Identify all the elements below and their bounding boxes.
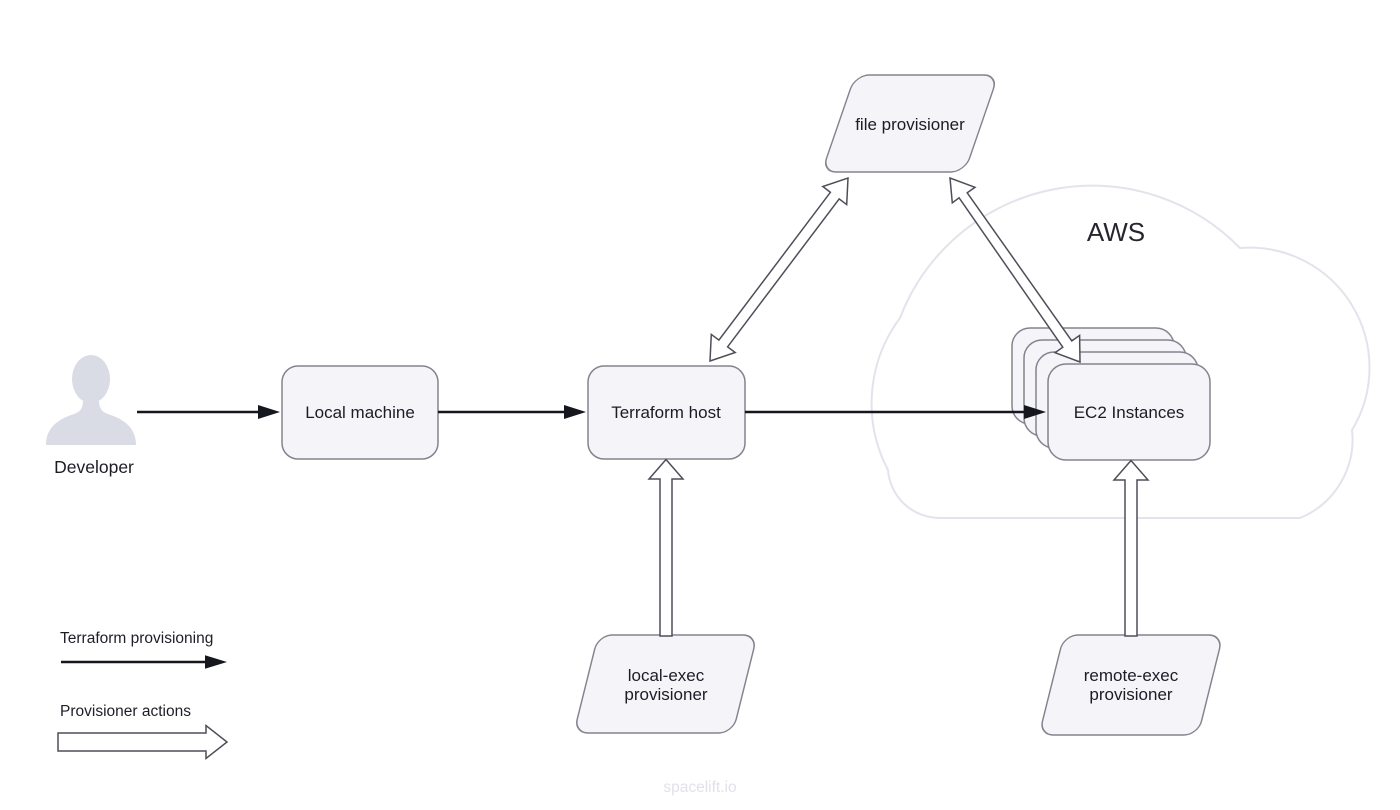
- arrow-terraform-host-to-ec2: [745, 405, 1046, 419]
- legend: Terraform provisioning Provisioner actio…: [57, 630, 229, 761]
- file-provisioner-shape: [825, 74, 995, 173]
- file-provisioner-node: file provisioner: [825, 74, 995, 173]
- remote-exec-provisioner-shape: [1041, 634, 1221, 736]
- developer-actor: Developer: [46, 355, 136, 477]
- arrow-remote-exec-to-ec2: [1112, 459, 1150, 637]
- developer-label: Developer: [54, 457, 134, 477]
- terraform-host-node: Terraform host: [587, 365, 746, 460]
- arrow-local-machine-to-terraform-host: [438, 405, 586, 419]
- arrow-terraform-host-file-provisioner-bidirectional: [709, 176, 849, 363]
- arrow-file-provisioner-ec2-bidirectional: [949, 176, 1081, 364]
- local-exec-label-line2: provisioner: [624, 685, 707, 704]
- ec2-instances-stack: EC2 Instances: [1011, 327, 1211, 461]
- remote-exec-label-line1: remote-exec: [1084, 666, 1179, 685]
- local-exec-provisioner-node: local-exec provisioner: [576, 634, 755, 734]
- legend-hollow-arrow: [57, 723, 229, 761]
- remote-exec-label-line2: provisioner: [1089, 685, 1172, 704]
- watermark: spacelift.io: [663, 779, 736, 796]
- ec2-instances-label: EC2 Instances: [1074, 403, 1185, 422]
- local-exec-provisioner-shape: [576, 634, 755, 734]
- file-provisioner-label: file provisioner: [855, 115, 965, 134]
- arrow-developer-to-local-machine: [137, 405, 280, 419]
- arrow-local-exec-to-terraform-host: [647, 458, 685, 637]
- legend-provisioner-actions-label: Provisioner actions: [60, 703, 191, 720]
- local-exec-label-line1: local-exec: [628, 666, 705, 685]
- aws-label: AWS: [1087, 217, 1145, 247]
- local-machine-label: Local machine: [305, 403, 415, 422]
- legend-terraform-provisioning-label: Terraform provisioning: [60, 630, 213, 647]
- remote-exec-provisioner-node: remote-exec provisioner: [1041, 634, 1221, 736]
- legend-solid-arrow: [61, 655, 227, 669]
- ec2-card-front: [1047, 363, 1211, 461]
- terraform-host-label: Terraform host: [611, 403, 721, 422]
- person-silhouette-icon: [46, 355, 136, 445]
- local-machine-node: Local machine: [281, 365, 439, 460]
